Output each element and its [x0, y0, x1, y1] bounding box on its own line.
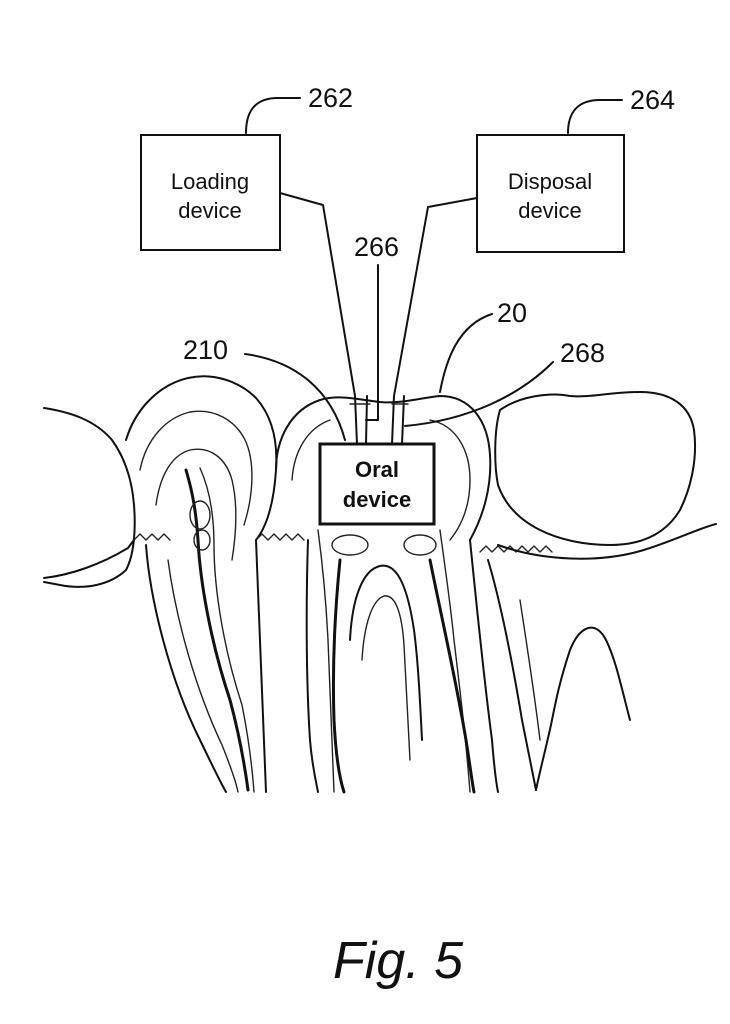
right-tooth-crown	[494, 391, 697, 546]
left-molar-root-inner	[167, 559, 239, 793]
target-tooth-pulp-left	[317, 529, 335, 793]
target-tooth-enamel	[291, 419, 331, 481]
target-tooth-crown	[275, 395, 492, 541]
left-molar-enamel	[139, 410, 253, 526]
pulp-chamber-right	[403, 534, 437, 556]
loading-device-box: Loading device	[140, 134, 281, 251]
gum-line-left	[133, 533, 171, 541]
tube-to-disposal-device	[391, 197, 478, 445]
ref-268: 268	[560, 338, 605, 368]
oral-device-rect	[318, 442, 436, 526]
left-partial-tooth	[43, 407, 136, 588]
oral-device-label-line2: device	[343, 487, 412, 512]
pulp-chamber-left	[331, 534, 369, 556]
tube-center	[365, 264, 379, 421]
left-molar-root-right	[255, 539, 267, 793]
oral-device-box: Oral device	[318, 442, 436, 526]
ref-264: 264	[630, 85, 675, 115]
canal-left	[331, 558, 346, 794]
leader-210	[244, 353, 346, 441]
leader-262	[245, 97, 301, 134]
dental-illustration	[43, 375, 717, 794]
tube-to-disposal-device-inner	[401, 395, 405, 445]
leader-268	[404, 361, 554, 427]
reference-labels: 262 264 266 20 210 268	[183, 83, 675, 441]
gum-line-middle	[255, 533, 305, 541]
gum-line-right	[479, 545, 553, 553]
loading-device-rect	[140, 134, 281, 251]
target-tooth-root-left	[305, 539, 319, 793]
canal-right	[428, 558, 476, 794]
loading-device-label-line2: device	[178, 198, 242, 223]
ref-210: 210	[183, 335, 228, 365]
target-tooth-root-right	[469, 539, 499, 793]
right-tooth-root-outer	[487, 559, 537, 791]
target-tooth-pulp-right	[439, 529, 471, 793]
left-molar-pulp-chamber	[189, 500, 211, 530]
disposal-device-label-line2: device	[518, 198, 582, 223]
figure-caption: Fig. 5	[333, 932, 464, 990]
disposal-device-box: Disposal device	[476, 134, 625, 253]
ref-262: 262	[308, 83, 353, 113]
left-molar-crown	[125, 375, 278, 541]
ref-266: 266	[354, 232, 399, 262]
loading-device-label-line1: Loading	[171, 169, 249, 194]
left-molar-pulp-chamber-inner	[193, 529, 211, 551]
target-tooth-enamel-right	[429, 419, 471, 541]
left-molar-root-outer	[145, 544, 227, 793]
gum-outline-right	[497, 523, 717, 560]
disposal-device-label-line1: Disposal	[508, 169, 592, 194]
leader-264	[567, 99, 623, 134]
ref-20: 20	[497, 298, 527, 328]
disposal-device-rect	[476, 134, 625, 253]
right-tooth-root-inner	[519, 599, 541, 741]
target-tooth-root-arch	[349, 564, 423, 741]
gum-outline-left	[43, 539, 135, 579]
left-molar-dentin	[155, 448, 237, 561]
target-tooth-root-arch-inner	[361, 595, 411, 761]
oral-device-label-line1: Oral	[355, 457, 399, 482]
right-tooth-root-curve	[535, 626, 631, 791]
tubes	[279, 192, 478, 445]
left-molar-pulp	[184, 468, 250, 792]
left-molar-pulp-wall	[199, 467, 255, 793]
tube-from-loading-device	[279, 192, 358, 445]
leader-20	[439, 313, 493, 393]
